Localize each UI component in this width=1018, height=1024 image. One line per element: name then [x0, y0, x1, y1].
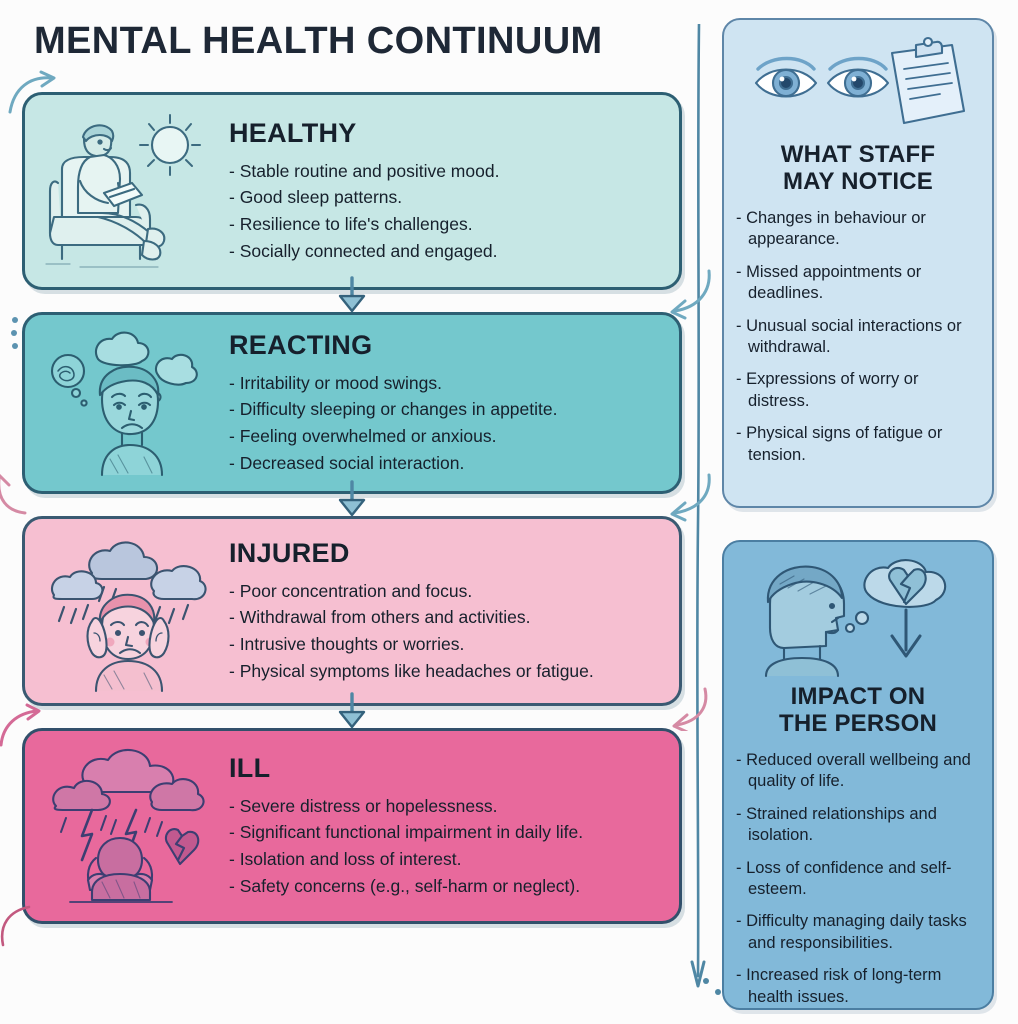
- panel-heading: WHAT STAFF MAY NOTICE: [736, 141, 980, 196]
- stage-bullet: - Stable routine and positive mood.: [229, 160, 500, 181]
- panel-bullet: - Changes in behaviour or appearance.: [736, 208, 926, 249]
- stage-bullet: - Significant functional impairment in d…: [229, 822, 584, 843]
- panel-bullet: - Expressions of worry or distress.: [736, 370, 919, 410]
- eyes-and-clipboard-icon: [736, 30, 980, 138]
- stage-text-injured: INJURED - Poor concentration and focus. …: [225, 538, 663, 684]
- panel-bullet: - Reduced overall wellbeing and quality …: [736, 750, 971, 791]
- stage-bullet: - Socially connected and engaged.: [229, 240, 498, 261]
- vertical-divider: [690, 24, 706, 988]
- person-head-in-hands-with-rain-clouds-icon: [35, 531, 225, 692]
- panel-bullet: - Increased risk of long-term health iss…: [736, 966, 942, 1006]
- stage-heading: INJURED: [229, 537, 350, 568]
- stage-bullet: - Physical symptoms like headaches or fa…: [229, 660, 594, 681]
- stage-bullet: - Good sleep patterns.: [229, 187, 403, 208]
- stage-bullet: - Difficulty sleeping or changes in appe…: [229, 399, 558, 420]
- arrow-down-icon: [338, 480, 366, 517]
- stage-bullet: - Decreased social interaction.: [229, 452, 465, 473]
- curved-arrow-icon: [670, 269, 711, 320]
- stage-bullet: - Resilience to life's challenges.: [229, 214, 473, 234]
- stage-bullet: - Safety concerns (e.g., self-harm or ne…: [229, 875, 581, 896]
- curved-arrow-icon: [8, 70, 56, 114]
- panel-heading-line-1: WHAT STAFF: [780, 141, 936, 168]
- curved-arrow-icon: [670, 473, 711, 522]
- head-profile-with-broken-heart-thought-and-down-arrow-icon: [736, 552, 980, 680]
- stage-heading: ILL: [229, 752, 271, 783]
- panel-bullet: - Loss of confidence and self-esteem.: [736, 858, 952, 898]
- curved-arrow-icon: [0, 473, 27, 515]
- stage-bullet: - Feeling overwhelmed or anxious.: [229, 426, 497, 446]
- curved-arrow-icon: [0, 703, 41, 747]
- stage-list: HEALTHY - Stable routine and positive mo…: [0, 70, 711, 947]
- panel-heading-line-1: IMPACT ON: [790, 683, 926, 710]
- page-title: MENTAL HEALTH CONTINUUM: [34, 20, 603, 62]
- curved-arrow-icon: [0, 905, 31, 947]
- panel-impact-on-the-person[interactable]: IMPACT ON THE PERSON - Reduced overall w…: [722, 540, 994, 1010]
- stage-bullet: - Intrusive thoughts or worries.: [229, 634, 465, 654]
- stage-bullet: - Irritability or mood swings.: [229, 372, 442, 393]
- stage-bullet: - Withdrawal from others and activities.: [229, 607, 531, 628]
- panel-bullet: - Strained relationships and isolation.: [736, 804, 937, 845]
- stage-bullet: - Poor concentration and focus.: [229, 580, 473, 601]
- worried-face-with-thought-clouds-icon: [35, 327, 225, 479]
- panel-heading-line-2: MAY NOTICE: [782, 167, 934, 195]
- panel-what-staff-may-notice[interactable]: WHAT STAFF MAY NOTICE - Changes in behav…: [722, 18, 994, 508]
- panel-heading-line-2: THE PERSON: [778, 709, 938, 737]
- arrow-down-icon: [338, 276, 366, 313]
- panel-bullet-list: - Reduced overall wellbeing and quality …: [736, 750, 980, 1008]
- curved-arrow-icon: [672, 687, 708, 731]
- person-reading-in-armchair-with-sun-icon: [35, 107, 225, 275]
- panel-bullet-list: - Changes in behaviour or appearance. - …: [736, 208, 980, 466]
- stage-card-injured[interactable]: INJURED - Poor concentration and focus. …: [22, 516, 708, 731]
- stage-text-ill: ILL - Severe distress or hopelessness. -…: [225, 753, 663, 899]
- stage-heading: HEALTHY: [229, 117, 357, 148]
- stage-card-ill[interactable]: ILL - Severe distress or hopelessness. -…: [0, 703, 682, 947]
- stage-text-reacting: REACTING - Irritability or mood swings. …: [225, 330, 663, 476]
- decorative-dots-left: [11, 317, 18, 349]
- stage-card-healthy[interactable]: HEALTHY - Stable routine and positive mo…: [22, 92, 711, 320]
- panel-bullet: - Unusual social interactions or withdra…: [736, 316, 962, 356]
- person-with-storm-cloud-lightning-and-broken-heart-icon: [35, 743, 225, 909]
- stage-heading: REACTING: [229, 329, 373, 360]
- stage-text-healthy: HEALTHY - Stable routine and positive mo…: [225, 118, 663, 264]
- panel-heading: IMPACT ON THE PERSON: [736, 683, 980, 738]
- stage-bullet: - Isolation and loss of interest.: [229, 849, 462, 869]
- stage-bullet: - Severe distress or hopelessness.: [229, 795, 498, 816]
- stage-card-reacting[interactable]: REACTING - Irritability or mood swings. …: [0, 312, 711, 522]
- arrow-down-icon: [338, 692, 366, 729]
- panel-bullet: - Difficulty managing daily tasks and re…: [736, 912, 967, 952]
- panel-bullet: - Physical signs of fatigue or tension.: [736, 424, 943, 464]
- panel-bullet: - Missed appointments or deadlines.: [736, 262, 922, 303]
